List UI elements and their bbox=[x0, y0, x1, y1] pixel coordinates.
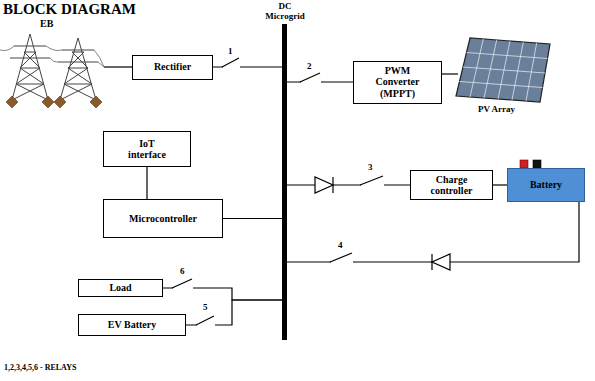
tower-footing bbox=[42, 96, 54, 108]
callout-number: 2 bbox=[307, 62, 312, 72]
block-label: PWM Converter (MPPT) bbox=[369, 65, 427, 100]
relay-switch bbox=[300, 73, 320, 82]
pv-wire bbox=[442, 73, 458, 74]
tower-footing bbox=[6, 96, 18, 108]
pv-cell-line bbox=[463, 67, 545, 73]
bus-label: DC Microgrid bbox=[260, 1, 310, 22]
battery-terminal bbox=[533, 160, 541, 168]
block-box: PWM Converter (MPPT) bbox=[353, 61, 442, 104]
tower-arm bbox=[58, 50, 98, 62]
pv-panel bbox=[456, 38, 550, 102]
supply-wire bbox=[104, 66, 132, 67]
callout-number: 1 bbox=[228, 47, 233, 57]
block-label: Load bbox=[109, 282, 131, 294]
relay-switch bbox=[222, 58, 239, 67]
pv-panel-frame bbox=[456, 38, 550, 102]
wire-connector bbox=[223, 218, 282, 219]
pv-cell-line bbox=[467, 53, 548, 59]
block-label: Charge controller bbox=[422, 174, 482, 197]
battery-terminal bbox=[520, 160, 528, 168]
relay-switch bbox=[360, 176, 383, 185]
block-label: Microcontroller bbox=[129, 213, 197, 225]
block-label: Battery bbox=[530, 179, 562, 191]
block-box: EV Battery bbox=[78, 314, 186, 336]
tower-footing bbox=[6, 96, 102, 108]
callout-number: 5 bbox=[203, 303, 208, 313]
bus-bar-line bbox=[282, 24, 287, 340]
block-box: Load bbox=[78, 279, 163, 297]
wire-connector bbox=[287, 202, 579, 262]
block-box: IoT interface bbox=[103, 131, 191, 167]
block-box: Charge controller bbox=[410, 170, 493, 200]
wire-connector bbox=[146, 167, 147, 199]
diode-bar bbox=[431, 254, 432, 270]
diagram-title: BLOCK DIAGRAM bbox=[3, 1, 136, 18]
transmission-towers bbox=[0, 34, 104, 100]
relay-switch bbox=[172, 279, 192, 288]
block-label: IoT interface bbox=[121, 138, 173, 161]
callout-number: 4 bbox=[338, 241, 343, 251]
diode-symbol bbox=[432, 254, 450, 270]
wire-connector bbox=[493, 184, 507, 185]
bus-bar: DC Microgrid bbox=[260, 1, 310, 22]
footnote: 1,2,3,4,5,6 - RELAYS bbox=[4, 364, 76, 373]
power-line bbox=[0, 46, 104, 67]
diode-bar bbox=[332, 177, 333, 193]
block-label: Rectifier bbox=[154, 61, 191, 73]
tower-footing bbox=[90, 96, 102, 108]
block-box: Battery bbox=[507, 168, 585, 202]
block-label: EV Battery bbox=[108, 319, 156, 331]
pv-cell-line bbox=[460, 82, 543, 88]
block-box: Rectifier bbox=[132, 55, 213, 80]
tower-lattice bbox=[12, 34, 48, 100]
relay-switch bbox=[330, 253, 352, 262]
block-box: Microcontroller bbox=[103, 199, 223, 238]
wire-connector bbox=[287, 184, 410, 185]
tower-arm bbox=[10, 46, 50, 58]
callout-number: 3 bbox=[368, 163, 373, 173]
part-label: PV Array bbox=[478, 105, 515, 115]
relay-switch bbox=[196, 316, 214, 325]
wire-connector bbox=[186, 300, 282, 325]
tower-footing bbox=[54, 96, 66, 108]
diode-symbol bbox=[315, 177, 333, 193]
tower-lattice bbox=[60, 38, 96, 100]
part-label: EB bbox=[40, 18, 53, 29]
callout-number: 6 bbox=[180, 267, 185, 277]
